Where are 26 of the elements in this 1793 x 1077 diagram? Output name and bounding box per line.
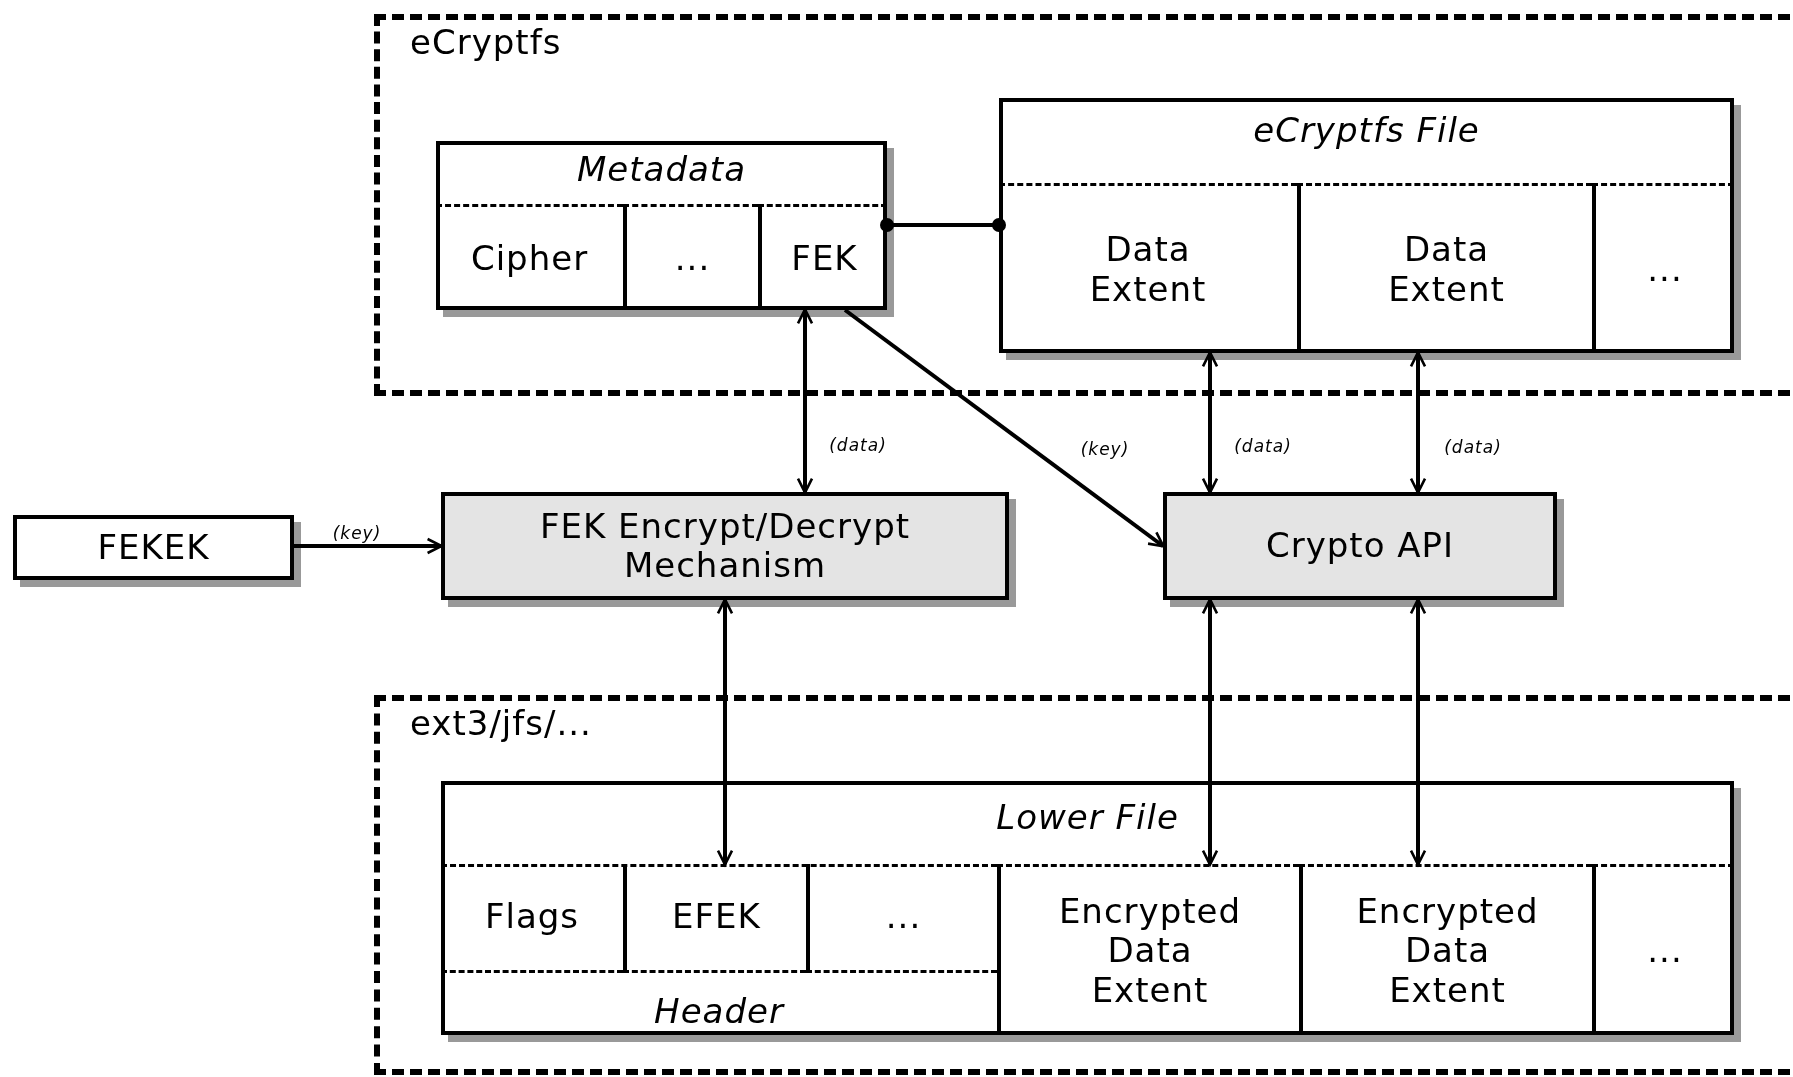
group-title: ext3/jfs/... [410, 703, 592, 743]
box-text: ... [674, 238, 711, 279]
box-text: FEK [791, 238, 858, 279]
dashed-group-frame [374, 695, 1790, 1075]
box-text: ... [1647, 249, 1683, 290]
box-title: Metadata [576, 149, 747, 189]
box-text: FEKEK [97, 527, 210, 568]
box-text: Data Extent [1387, 230, 1506, 309]
box-text: ... [1647, 931, 1683, 971]
box-text: Cipher [470, 238, 589, 279]
box-title: Header [653, 991, 786, 1031]
box-text: FEK Encrypt/Decrypt Mechanism [538, 506, 912, 586]
field-cell [623, 864, 806, 973]
box-text: EFEK [672, 897, 761, 937]
box-title: eCryptfs File [1252, 110, 1481, 150]
field-cell [806, 864, 997, 973]
group-title: eCryptfs [410, 22, 562, 62]
box-text: Crypto API [1265, 526, 1455, 566]
box-text: Flags [484, 897, 580, 937]
box-title: Lower File [995, 797, 1180, 837]
dashed-group-frame [374, 14, 1790, 396]
box-text: Encrypted Data Extent [1355, 892, 1540, 1010]
box-text: ... [885, 897, 922, 937]
connector-line [880, 218, 1006, 232]
box-text: Data Extent [1088, 230, 1208, 309]
box-text: Encrypted Data Extent [1057, 892, 1243, 1010]
